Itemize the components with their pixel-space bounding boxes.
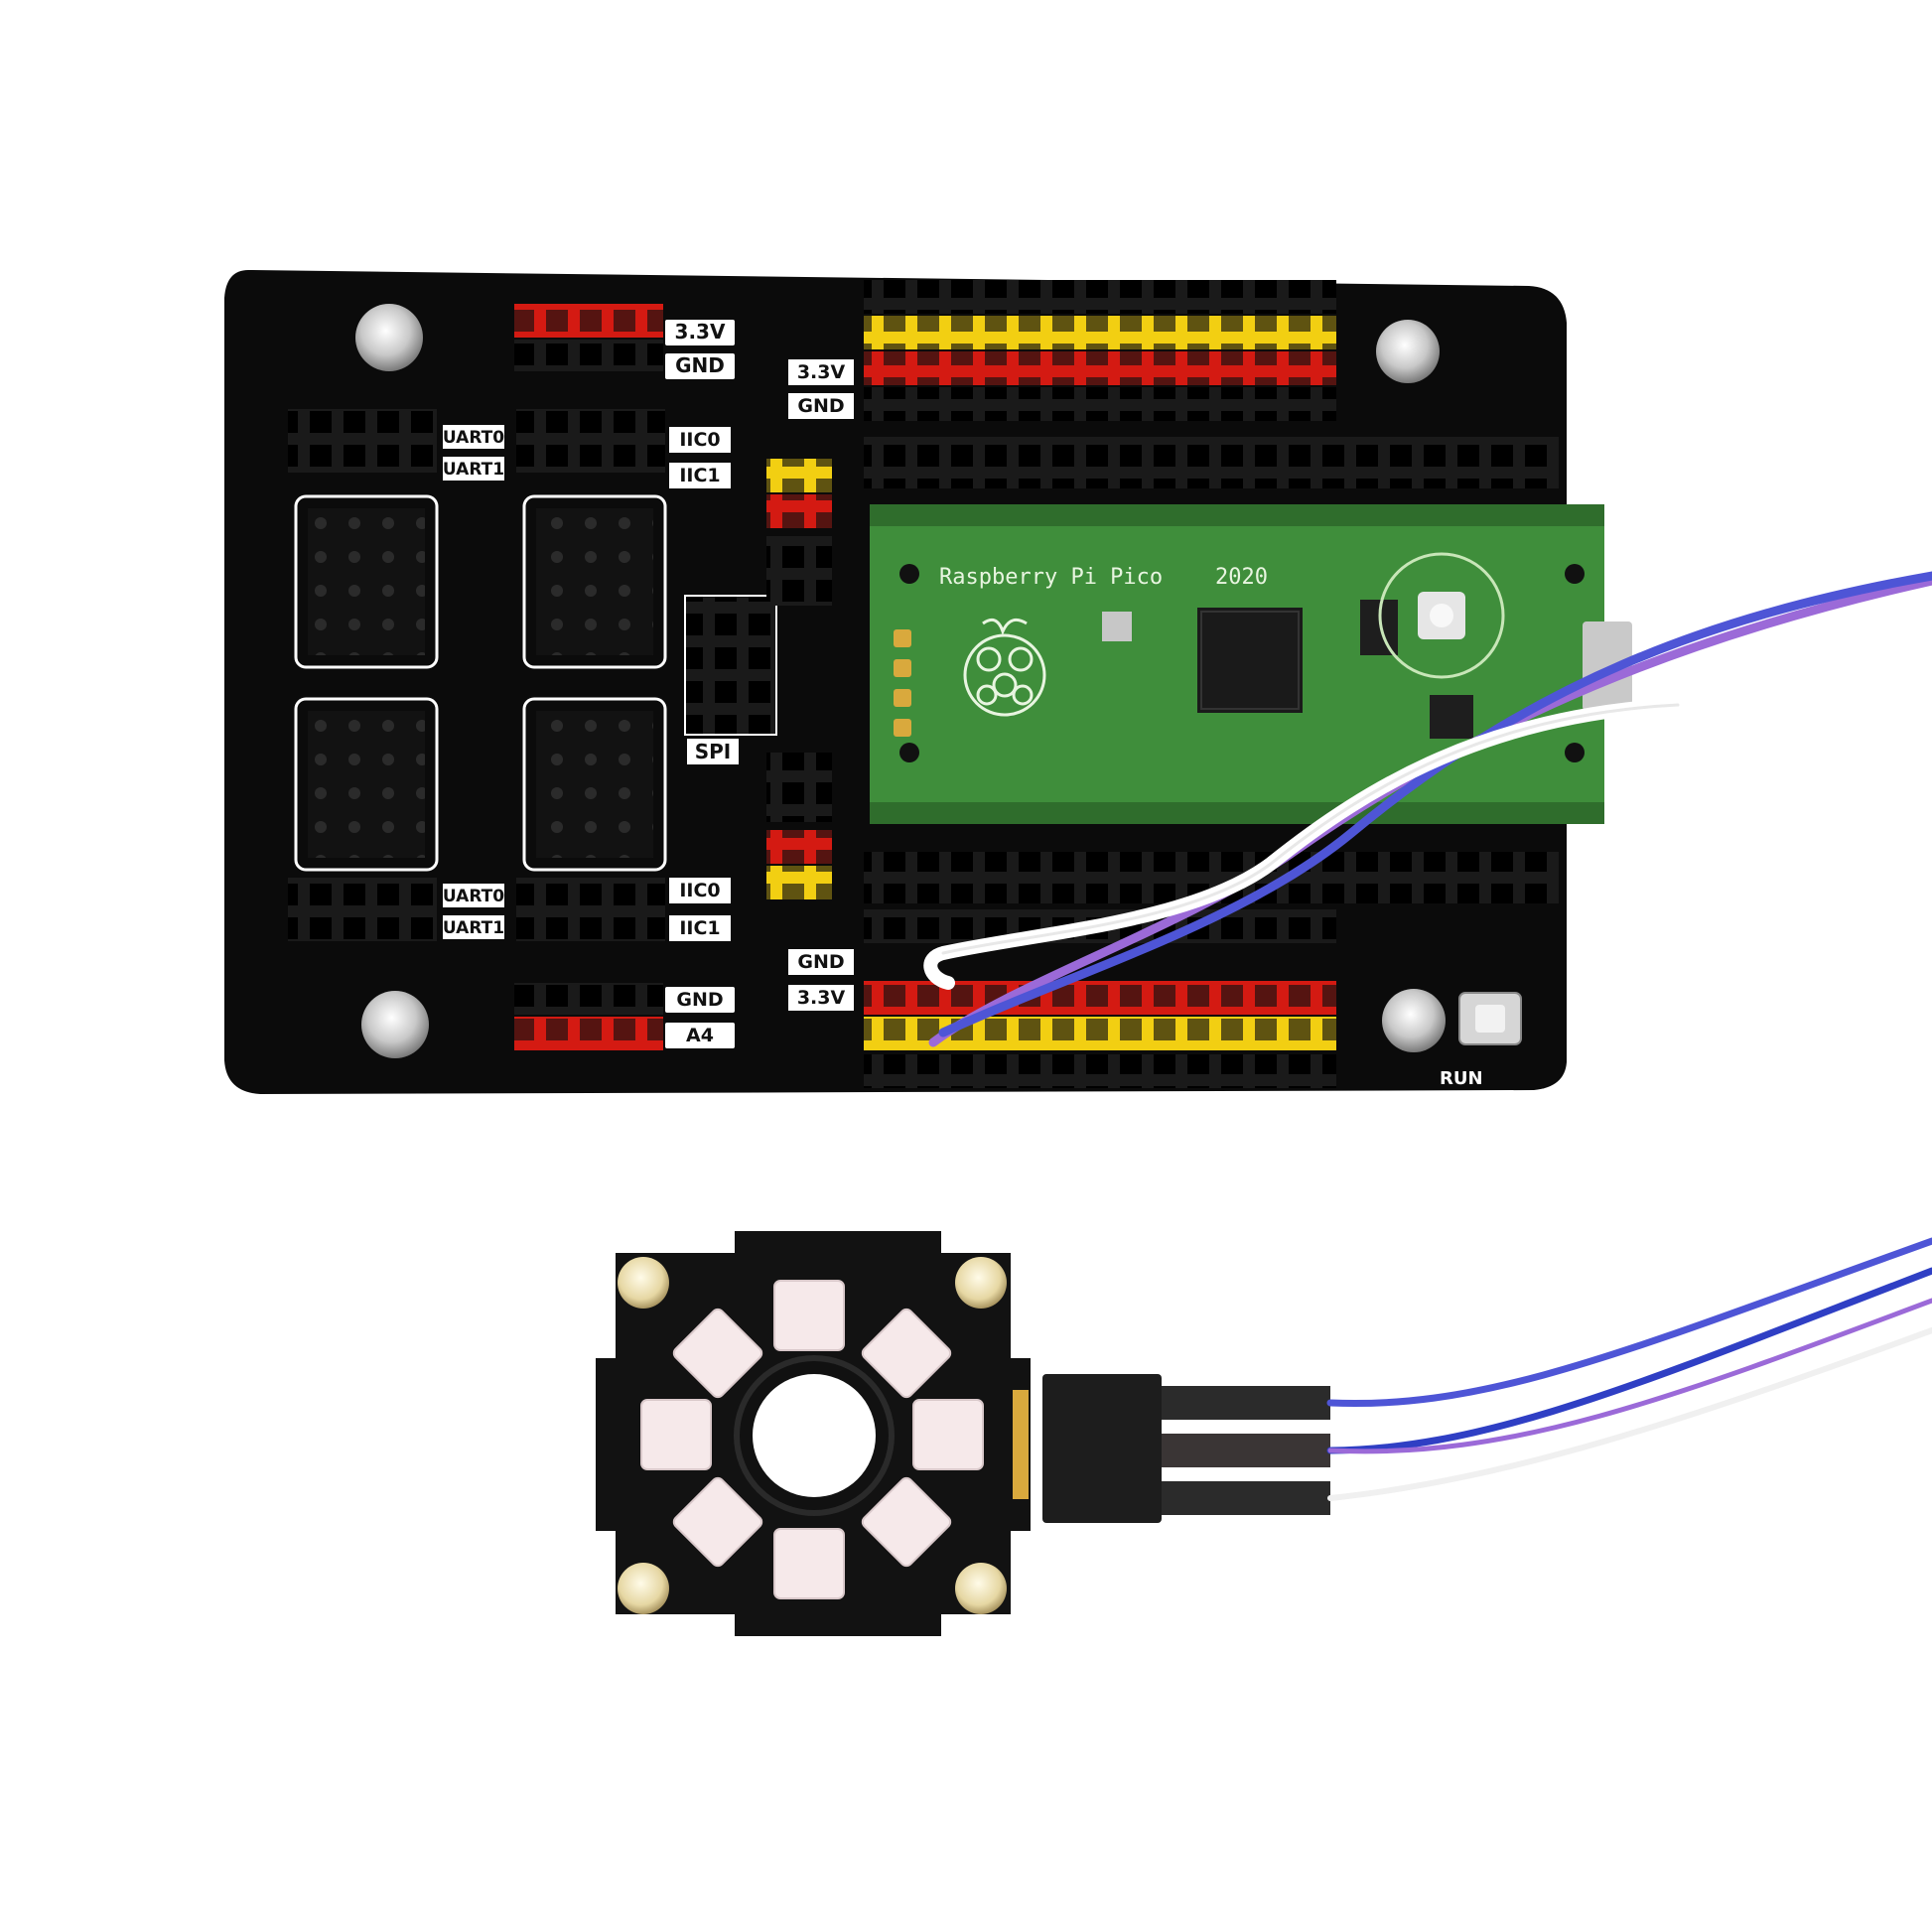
label-run: RUN xyxy=(1440,1068,1483,1089)
long-header-top xyxy=(864,280,1559,488)
led-4 xyxy=(861,1476,952,1568)
label-gnd-header-bottom: GND xyxy=(797,951,844,973)
pico-title: Raspberry Pi Pico xyxy=(939,565,1163,590)
led-2 xyxy=(861,1308,952,1399)
module-wires xyxy=(1326,1237,1932,1501)
label-gnd-header-top: GND xyxy=(797,395,844,417)
led-7 xyxy=(640,1399,712,1470)
mount-hole-top-right xyxy=(1376,320,1440,383)
label-uart0-bottom: UART0 xyxy=(443,887,504,906)
expansion-board: 3.3V GND UART0 UART1 IIC0 IIC1 xyxy=(224,270,1567,1094)
mini-header-black-bottom xyxy=(766,753,832,822)
label-spi: SPI xyxy=(695,740,732,763)
led-module-label: WS2812 xyxy=(773,1648,856,1669)
mini-header-red-top xyxy=(766,494,832,528)
label-iic0-bottom: IIC0 xyxy=(679,880,720,901)
pico-year: 2020 xyxy=(1215,565,1268,590)
servo-grid-3 xyxy=(294,697,439,872)
led-3 xyxy=(912,1399,984,1470)
label-uart0-top: UART0 xyxy=(443,428,504,448)
pico-board: Raspberry Pi Pico 2020 xyxy=(870,504,1632,824)
mini-header-red-bottom xyxy=(766,830,832,864)
header-left-lower-b xyxy=(516,878,665,941)
label-iic0-top: IIC0 xyxy=(679,429,720,451)
led-6 xyxy=(672,1476,763,1568)
ws2812-leds xyxy=(640,1280,984,1599)
label-gnd-bottom: GND xyxy=(676,989,723,1011)
label-3v3-header-bottom: 3.3V xyxy=(797,987,846,1009)
label-gnd-top: GND xyxy=(675,353,725,377)
servo-grid-4 xyxy=(522,697,667,872)
led-8 xyxy=(672,1308,763,1399)
pico-gold-pads xyxy=(894,629,911,737)
pad-top-right xyxy=(955,1257,1007,1309)
pad-bottom-right xyxy=(955,1563,1007,1614)
label-3v3-top: 3.3V xyxy=(675,320,726,344)
power-header-top: 3.3V GND xyxy=(514,304,735,379)
servo-grid-2 xyxy=(522,494,667,669)
crystal xyxy=(1102,612,1132,641)
label-uart1-top: UART1 xyxy=(443,460,504,480)
mini-header-yellow-top xyxy=(766,459,832,492)
mount-hole-bottom-right xyxy=(1382,989,1446,1052)
label-iic1-bottom: IIC1 xyxy=(679,917,720,939)
led-5 xyxy=(773,1528,845,1599)
bootsel-ring xyxy=(1378,552,1505,679)
mount-hole-bottom-left xyxy=(361,991,429,1058)
header-left-upper-b xyxy=(516,409,665,473)
label-iic1-top: IIC1 xyxy=(679,465,720,486)
label-3v3-header-top: 3.3V xyxy=(797,361,846,383)
pad-top-left xyxy=(618,1257,669,1309)
header-left-upper-a xyxy=(288,409,437,473)
regulator xyxy=(1430,695,1473,739)
jumper-connector xyxy=(1042,1374,1330,1523)
raspberry-logo xyxy=(963,618,1046,717)
header-left-lower-a xyxy=(288,878,437,941)
led-ring-module: WS2812 xyxy=(596,1231,1031,1669)
servo-grid-1 xyxy=(294,494,439,669)
spi-header: SPI xyxy=(684,595,777,764)
board-wires xyxy=(923,571,1932,1047)
mini-header-yellow-bottom xyxy=(766,866,832,899)
label-uart1-bottom: UART1 xyxy=(443,918,504,938)
led-1 xyxy=(773,1280,845,1351)
rp2040-chip xyxy=(1197,608,1303,713)
mount-hole-top-left xyxy=(355,304,423,371)
pad-bottom-left xyxy=(618,1563,669,1614)
label-a4-bottom: A4 xyxy=(686,1025,714,1046)
power-header-bottom: GND A4 xyxy=(514,983,735,1050)
side-pins xyxy=(1013,1390,1029,1499)
mini-header-black-top xyxy=(766,536,832,606)
